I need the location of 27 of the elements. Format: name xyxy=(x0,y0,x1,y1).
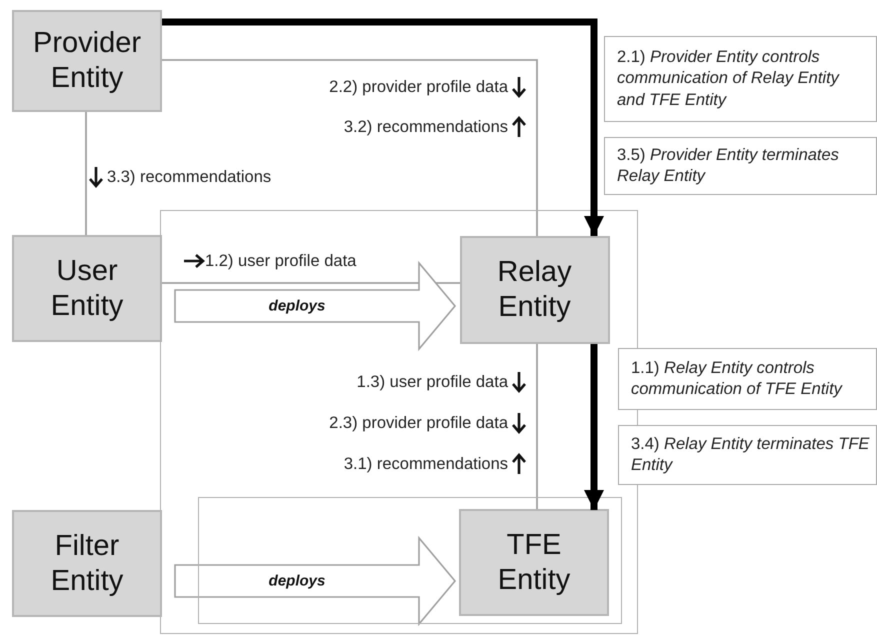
entity-box: TFE Entity xyxy=(459,509,609,616)
flow-label: 1.3) user profile data xyxy=(356,372,508,392)
block-arrow xyxy=(174,536,456,626)
entity-box: User Entity xyxy=(12,235,162,342)
connector-line xyxy=(162,59,538,236)
flow-label: 3.2) recommendations xyxy=(344,118,508,136)
control-arrow xyxy=(162,18,604,236)
flow-label: 1.2) user profile data xyxy=(205,252,356,270)
note-box: 3.4) Relay Entity terminates TFE Entity xyxy=(618,425,877,485)
flow-label: 3.3) recommendations xyxy=(107,168,272,186)
entity-box: Relay Entity xyxy=(460,236,610,344)
note-box: 2.1) Provider Entity controls communication of Relay Entity and TFE Entity xyxy=(604,36,877,122)
edge-label: deploys xyxy=(268,298,326,314)
block-arrow xyxy=(174,260,456,352)
entity-box: Provider Entity xyxy=(12,10,162,112)
connector-line xyxy=(85,112,87,235)
connector-line xyxy=(162,282,460,284)
flow-label: 3.1) recommendations xyxy=(344,454,508,474)
container-frame xyxy=(198,496,622,624)
connector-line xyxy=(536,344,538,510)
flow-label: 2.3) provider profile data xyxy=(329,414,508,432)
flow-label: 2.2) provider profile data xyxy=(329,78,508,96)
control-arrow xyxy=(584,344,604,510)
entity-box: Filter Entity xyxy=(12,510,162,617)
edge-label: deploys xyxy=(268,572,326,590)
note-box: 3.5) Provider Entity terminates Relay Entity xyxy=(604,137,877,195)
note-box: 1.1) Relay Entity controls communication of TFE Entity xyxy=(618,348,877,410)
